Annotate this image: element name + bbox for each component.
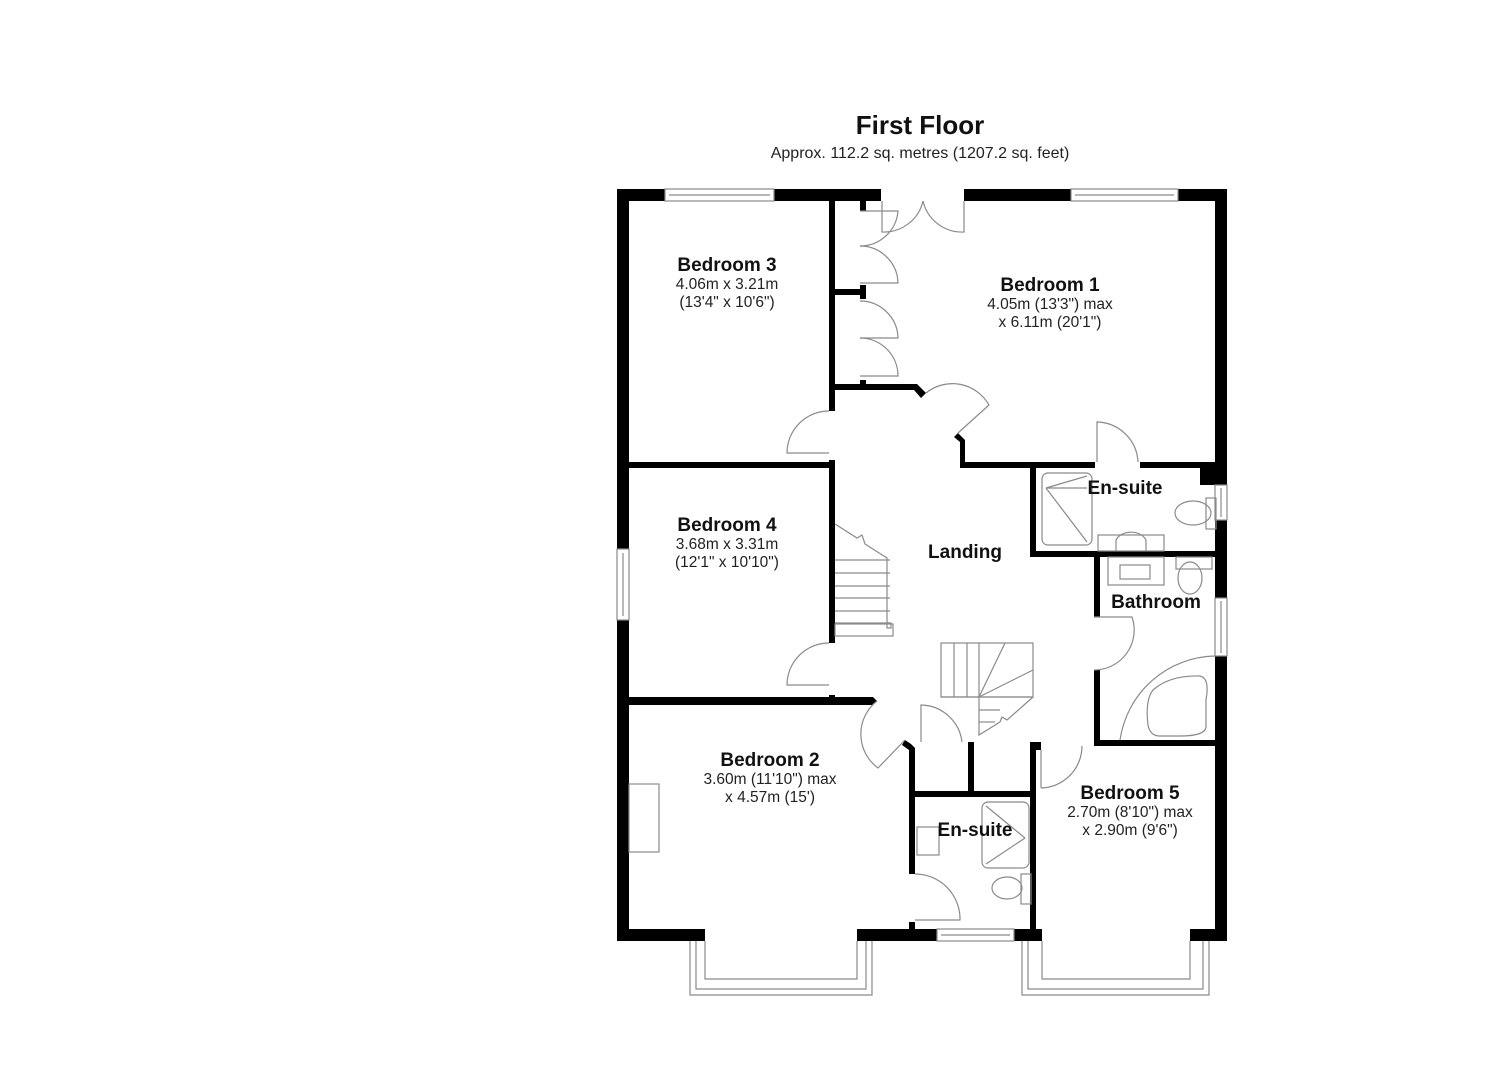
floor-area-subtitle: Approx. 112.2 sq. metres (1207.2 sq. fee… — [770, 145, 1070, 162]
room-bathroom: Bathroom — [1100, 592, 1212, 613]
room-dimension-width: 2.70m (8'10") max — [1067, 804, 1193, 822]
room-name: Bedroom 2 — [720, 750, 820, 771]
room-bedroom-2: Bedroom 2 3.60m (11'10") max x 4.57m (15… — [670, 750, 870, 806]
room-en-suite-2: En-suite — [925, 820, 1025, 841]
room-name: Bedroom 4 — [677, 515, 777, 536]
windows — [616, 188, 1228, 996]
room-bedroom-1: Bedroom 1 4.05m (13'3") max x 6.11m (20'… — [950, 275, 1150, 331]
room-dimension-length: x 2.90m (9'6") — [1082, 821, 1178, 839]
room-dimension-imperial: (12'1" x 10'10") — [675, 553, 779, 571]
room-dimension-length: x 4.57m (15') — [725, 788, 815, 806]
outer-walls — [617, 189, 1227, 941]
room-dimension-width: 3.60m (11'10") max — [703, 771, 837, 789]
room-bedroom-3: Bedroom 3 4.06m x 3.21m (13'4" x 10'6") — [637, 255, 817, 311]
floor-title: First Floor — [855, 110, 985, 140]
room-name: Bedroom 3 — [677, 255, 777, 276]
room-dimension-metric: 4.06m x 3.21m — [675, 276, 779, 294]
room-name: Bedroom 5 — [1080, 783, 1180, 804]
doors — [786, 200, 1139, 921]
room-name: Bathroom — [1111, 592, 1201, 613]
room-dimension-width: 4.05m (13'3") max — [987, 296, 1113, 314]
room-bedroom-5: Bedroom 5 2.70m (8'10") max x 2.90m (9'6… — [1040, 783, 1220, 839]
internal-walls — [629, 201, 1215, 932]
fixtures — [628, 472, 1217, 905]
room-dimension-imperial: (13'4" x 10'6") — [679, 293, 775, 311]
staircase — [834, 523, 1034, 737]
room-name: Landing — [928, 542, 1002, 563]
room-dimension-length: x 6.11m (20'1") — [998, 313, 1102, 331]
room-landing: Landing — [905, 542, 1025, 563]
room-name: Bedroom 1 — [1000, 275, 1100, 296]
room-name: En-suite — [1087, 478, 1163, 499]
room-en-suite-1: En-suite — [1075, 478, 1175, 499]
room-dimension-metric: 3.68m x 3.31m — [675, 536, 779, 554]
room-name: En-suite — [937, 820, 1013, 841]
room-bedroom-4: Bedroom 4 3.68m x 3.31m (12'1" x 10'10") — [637, 515, 817, 571]
